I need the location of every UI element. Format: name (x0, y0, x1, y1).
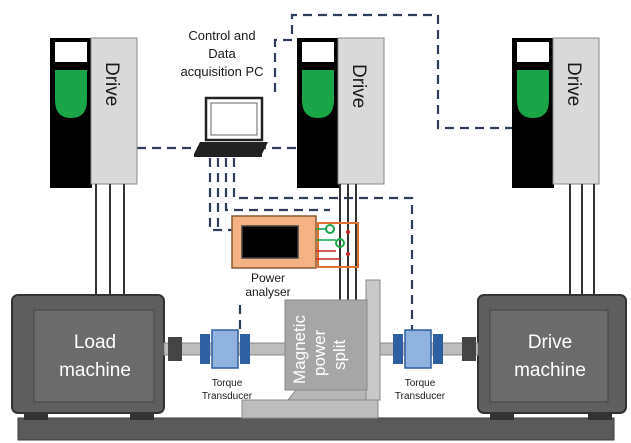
right-drive-cables (569, 184, 595, 295)
probe-box (317, 222, 359, 268)
shaft-coupling-left (168, 337, 182, 361)
split-label-line2: power (310, 329, 329, 376)
drive-machine-label-line1: Drive (528, 332, 572, 353)
center-drive-cables (339, 184, 357, 300)
probe-ring-2 (335, 238, 345, 248)
left-drive-side (90, 37, 138, 185)
left-drive: Drive (50, 37, 138, 295)
ttr-flange-b (433, 334, 443, 364)
power-analyser: Power analyser (231, 215, 359, 299)
split-box (284, 299, 368, 391)
analyser-label-line1: Power (251, 271, 285, 285)
left-drive-label: Drive (101, 62, 122, 106)
laptop-icon (194, 96, 268, 157)
ttl-flange-b (240, 334, 250, 364)
center-drive-window (302, 42, 334, 62)
left-drive-window (55, 42, 87, 62)
right-drive-side (552, 37, 600, 185)
center-drive-label: Drive (348, 64, 369, 108)
ttr-label-line2: Transducer (395, 391, 446, 402)
load-machine-foot-right (130, 410, 154, 420)
split-label-line3: split (330, 339, 349, 370)
probe-dot-1 (346, 230, 350, 234)
pc-to-right-drive-link (273, 13, 512, 130)
center-drive-display (302, 70, 334, 118)
right-drive: Drive (512, 37, 600, 295)
ttl-label-line1: Torque (212, 378, 243, 389)
split-plate (365, 279, 381, 401)
left-drive-cables (95, 184, 125, 295)
load-machine-foot-left (24, 410, 48, 420)
split-label-line1: Magnetic (290, 315, 309, 384)
right-drive-label: Drive (563, 62, 584, 106)
ttr-body (404, 329, 432, 369)
load-machine-face (33, 309, 155, 403)
ttl-flange-a (200, 334, 210, 364)
pc-label-line1: Control and (188, 28, 255, 43)
control-pc: Control and Data acquisition PC (180, 28, 268, 157)
drive-machine-foot-right (588, 410, 612, 420)
base-rail (17, 417, 615, 441)
pc-label-line3: acquisition PC (180, 64, 263, 79)
load-machine: Load machine (11, 294, 165, 420)
magnetic-power-split: Magnetic power split (241, 279, 381, 419)
left-drive-display (55, 70, 87, 118)
drive-machine-foot-left (490, 410, 514, 420)
ttl-body (211, 329, 239, 369)
center-drive: Drive (297, 37, 385, 300)
split-base (241, 399, 379, 419)
torque-transducer-left: Torque Transducer (200, 329, 253, 402)
ttl-label-line2: Transducer (202, 391, 253, 402)
drive-machine-face (489, 309, 609, 403)
analyser-screen (241, 225, 299, 259)
probe-wires (316, 228, 340, 260)
drive-machine: Drive machine (477, 294, 627, 420)
torque-transducer-right: Torque Transducer (393, 329, 446, 402)
right-drive-display (517, 70, 549, 118)
probe-ring-1 (325, 224, 335, 234)
ttr-flange-a (393, 334, 403, 364)
probe-dot-2 (346, 252, 350, 256)
pc-label-line2: Data (208, 46, 236, 61)
drive-machine-label-line2: machine (514, 360, 586, 381)
analyser-label-line2: analyser (245, 285, 290, 299)
load-machine-label-line1: Load (74, 332, 116, 353)
center-drive-side (337, 37, 385, 185)
ttr-label-line1: Torque (405, 378, 436, 389)
pc-to-right-transducer-link (232, 158, 414, 330)
right-drive-window (517, 42, 549, 62)
load-machine-label-line2: machine (59, 360, 131, 381)
shaft-coupling-right (462, 337, 476, 361)
pc-to-analyser-link-a (224, 158, 330, 212)
pc-to-analyser-link-c (208, 158, 232, 232)
